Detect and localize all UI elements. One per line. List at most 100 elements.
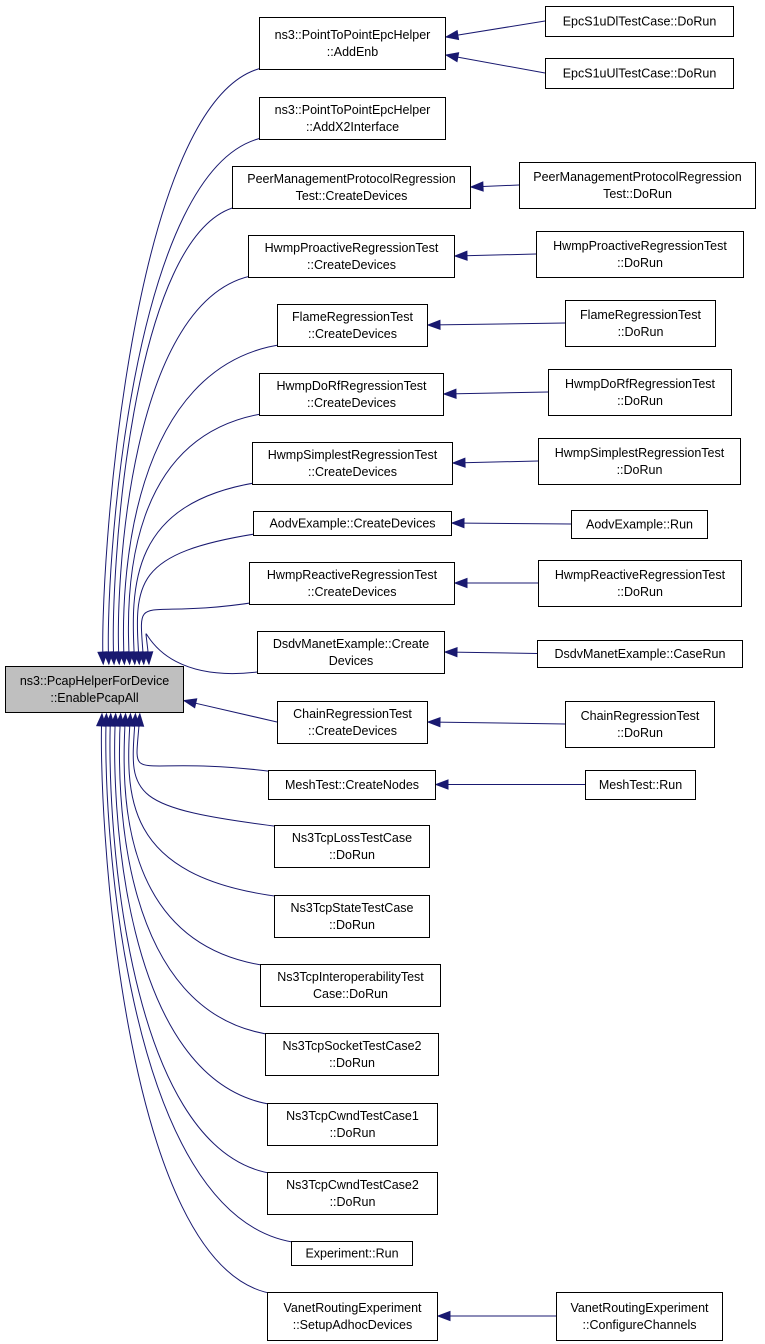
edge-n1-to-root bbox=[97, 66, 268, 666]
second-node-m11[interactable]: ChainRegressionTest::DoRun bbox=[565, 701, 715, 748]
nodes-layer: ns3::PcapHelperForDevice::EnablePcapAll n… bbox=[5, 6, 756, 1341]
node-label-line: EpcS1uUlTestCase::DoRun bbox=[563, 67, 717, 81]
node-box bbox=[257, 631, 445, 674]
second-node-m12[interactable]: MeshTest::Run bbox=[585, 770, 696, 800]
caller-node-n1[interactable]: ns3::PointToPointEpcHelper::AddEnb bbox=[259, 17, 446, 70]
edge-n6-to-root bbox=[123, 412, 268, 666]
edge-n12-to-root bbox=[133, 712, 277, 773]
caller-node-n3[interactable]: PeerManagementProtocolRegressionTest::Cr… bbox=[232, 166, 471, 209]
node-box bbox=[268, 770, 436, 800]
caller-node-n8[interactable]: AodvExample::CreateDevices bbox=[253, 511, 452, 536]
node-label-line: ::EnablePcapAll bbox=[50, 691, 138, 705]
node-box bbox=[252, 442, 453, 485]
node-box bbox=[249, 562, 455, 605]
edge-m12-to-n12 bbox=[434, 779, 585, 790]
node-label-line: AodvExample::CreateDevices bbox=[269, 517, 435, 531]
node-label-line: ::SetupAdhocDevices bbox=[293, 1318, 413, 1332]
second-node-m1a[interactable]: EpcS1uDlTestCase::DoRun bbox=[545, 6, 734, 37]
caller-node-n16[interactable]: Ns3TcpSocketTestCase2::DoRun bbox=[265, 1033, 439, 1076]
node-label-line: ::DoRun bbox=[617, 463, 663, 477]
node-box bbox=[556, 1292, 723, 1341]
caller-node-n13[interactable]: Ns3TcpLossTestCase::DoRun bbox=[274, 825, 430, 868]
edge-m1a-to-n1 bbox=[444, 20, 546, 41]
second-node-m5[interactable]: FlameRegressionTest::DoRun bbox=[565, 300, 716, 347]
node-label-line: Ns3TcpCwndTestCase2 bbox=[286, 1178, 419, 1192]
node-label-line: VanetRoutingExperiment bbox=[283, 1301, 422, 1315]
edge-n4-to-root bbox=[113, 274, 257, 666]
node-label-line: Devices bbox=[329, 654, 373, 668]
node-label-line: DsdvManetExample::CaseRun bbox=[555, 647, 726, 661]
node-box bbox=[267, 1172, 438, 1215]
caller-node-n10[interactable]: DsdvManetExample::CreateDevices bbox=[257, 631, 445, 674]
edge-m9-to-n9 bbox=[453, 577, 538, 589]
caller-node-n4[interactable]: HwmpProactiveRegressionTest::CreateDevic… bbox=[248, 235, 455, 278]
node-label-line: MeshTest::CreateNodes bbox=[285, 778, 419, 792]
edge-n11-to-root bbox=[182, 698, 278, 723]
caller-node-n5[interactable]: FlameRegressionTest::CreateDevices bbox=[277, 304, 428, 347]
node-label-line: EpcS1uDlTestCase::DoRun bbox=[563, 15, 717, 29]
second-node-m3[interactable]: PeerManagementProtocolRegressionTest::Do… bbox=[519, 162, 756, 209]
node-label-line: ::DoRun bbox=[617, 726, 663, 740]
node-box bbox=[5, 666, 184, 713]
node-box bbox=[259, 17, 446, 70]
node-box bbox=[565, 701, 715, 748]
node-box bbox=[259, 373, 444, 416]
node-label-line: ::DoRun bbox=[617, 585, 663, 599]
caller-node-n7[interactable]: HwmpSimplestRegressionTest::CreateDevice… bbox=[252, 442, 453, 485]
node-box bbox=[571, 510, 708, 539]
caller-node-n2[interactable]: ns3::PointToPointEpcHelper::AddX2Interfa… bbox=[259, 97, 446, 140]
node-label-line: ::ConfigureChannels bbox=[583, 1318, 697, 1332]
node-box bbox=[548, 369, 732, 416]
node-label-line: Test::CreateDevices bbox=[296, 189, 408, 203]
node-box bbox=[538, 560, 742, 607]
edge-n14-to-root bbox=[124, 712, 283, 898]
node-label-line: PeerManagementProtocolRegression bbox=[247, 172, 455, 186]
node-box bbox=[536, 231, 744, 278]
second-node-m1b[interactable]: EpcS1uUlTestCase::DoRun bbox=[545, 58, 734, 89]
edge-m3-to-n3 bbox=[469, 181, 520, 192]
edge-n8-to-root bbox=[133, 532, 262, 666]
node-box bbox=[519, 162, 756, 209]
node-box bbox=[565, 300, 716, 347]
second-node-m9[interactable]: HwmpReactiveRegressionTest::DoRun bbox=[538, 560, 742, 607]
edge-n3-to-root bbox=[108, 205, 241, 666]
node-label-line: HwmpReactiveRegressionTest bbox=[555, 568, 726, 582]
second-node-m10[interactable]: DsdvManetExample::CaseRun bbox=[537, 640, 743, 668]
second-node-m8[interactable]: AodvExample::Run bbox=[571, 510, 708, 539]
second-node-m7[interactable]: HwmpSimplestRegressionTest::DoRun bbox=[538, 438, 741, 485]
second-node-m6[interactable]: HwmpDoRfRegressionTest::DoRun bbox=[548, 369, 732, 416]
node-label-line: HwmpDoRfRegressionTest bbox=[565, 377, 716, 391]
node-label-line: Ns3TcpCwndTestCase1 bbox=[286, 1109, 419, 1123]
edge-m8-to-n8 bbox=[450, 517, 572, 529]
node-box bbox=[274, 895, 430, 938]
caller-node-n20[interactable]: VanetRoutingExperiment::SetupAdhocDevice… bbox=[267, 1292, 438, 1341]
node-box bbox=[277, 701, 428, 744]
caller-node-n14[interactable]: Ns3TcpStateTestCase::DoRun bbox=[274, 895, 430, 938]
edge-n20-to-root bbox=[96, 712, 276, 1295]
edge-m10-to-n10 bbox=[443, 646, 538, 658]
node-label-line: FlameRegressionTest bbox=[292, 310, 413, 324]
node-label-line: ::CreateDevices bbox=[308, 585, 397, 599]
node-label-line: HwmpProactiveRegressionTest bbox=[553, 239, 727, 253]
node-label-line: VanetRoutingExperiment bbox=[570, 1301, 709, 1315]
caller-node-n11[interactable]: ChainRegressionTest::CreateDevices bbox=[277, 701, 428, 744]
node-label-line: AodvExample::Run bbox=[586, 518, 693, 532]
caller-node-n19[interactable]: Experiment::Run bbox=[291, 1241, 413, 1266]
node-label-line: Ns3TcpLossTestCase bbox=[292, 831, 412, 845]
caller-node-n9[interactable]: HwmpReactiveRegressionTest::CreateDevice… bbox=[249, 562, 455, 605]
node-box bbox=[260, 964, 441, 1007]
edge-m7-to-n7 bbox=[451, 457, 539, 468]
node-label-line: MeshTest::Run bbox=[599, 778, 682, 792]
edge-n18-to-root bbox=[104, 712, 276, 1175]
node-box bbox=[537, 640, 743, 668]
root-node[interactable]: ns3::PcapHelperForDevice::EnablePcapAll bbox=[5, 666, 184, 713]
caller-node-n17[interactable]: Ns3TcpCwndTestCase1::DoRun bbox=[267, 1103, 438, 1146]
node-label-line: HwmpSimplestRegressionTest bbox=[268, 448, 438, 462]
second-node-m20[interactable]: VanetRoutingExperiment::ConfigureChannel… bbox=[556, 1292, 723, 1341]
caller-node-n12[interactable]: MeshTest::CreateNodes bbox=[268, 770, 436, 800]
edge-m20-to-n20 bbox=[436, 1310, 556, 1322]
caller-node-n18[interactable]: Ns3TcpCwndTestCase2::DoRun bbox=[267, 1172, 438, 1215]
second-node-m4[interactable]: HwmpProactiveRegressionTest::DoRun bbox=[536, 231, 744, 278]
caller-node-n6[interactable]: HwmpDoRfRegressionTest::CreateDevices bbox=[259, 373, 444, 416]
